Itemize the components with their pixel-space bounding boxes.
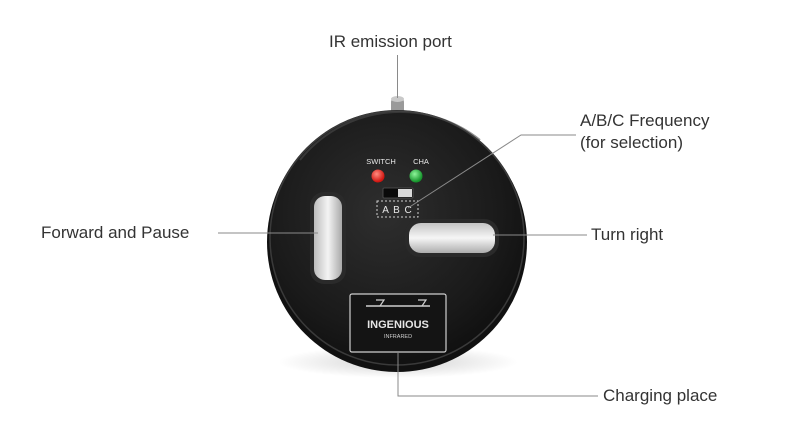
switch-led <box>371 169 385 183</box>
cha-led <box>409 169 423 183</box>
callout-charging: Charging place <box>603 386 718 405</box>
callout-frequency: A/B/C Frequency (for selection) <box>580 111 710 152</box>
abc-label: A B C <box>382 205 413 216</box>
leader-frequency <box>407 134 576 209</box>
cha-label: CHA <box>413 157 429 166</box>
callout-turn-right: Turn right <box>591 225 664 244</box>
abc-selector-box <box>376 200 419 218</box>
leader-charging <box>397 352 598 397</box>
brand-name: INGENIOUS <box>367 319 429 331</box>
brand-subtitle: INFRARED <box>384 334 412 340</box>
leader-lines <box>218 55 598 397</box>
frequency-slide-switch[interactable] <box>382 187 414 199</box>
switch-label: SWITCH <box>366 157 396 166</box>
turn-right-button[interactable] <box>405 219 499 257</box>
led-indicator-icon <box>371 169 423 183</box>
callout-ir-port: IR emission port <box>329 32 452 51</box>
remote-body <box>267 110 527 372</box>
forward-pause-button[interactable] <box>310 192 346 284</box>
callout-forward-pause: Forward and Pause <box>41 223 190 242</box>
